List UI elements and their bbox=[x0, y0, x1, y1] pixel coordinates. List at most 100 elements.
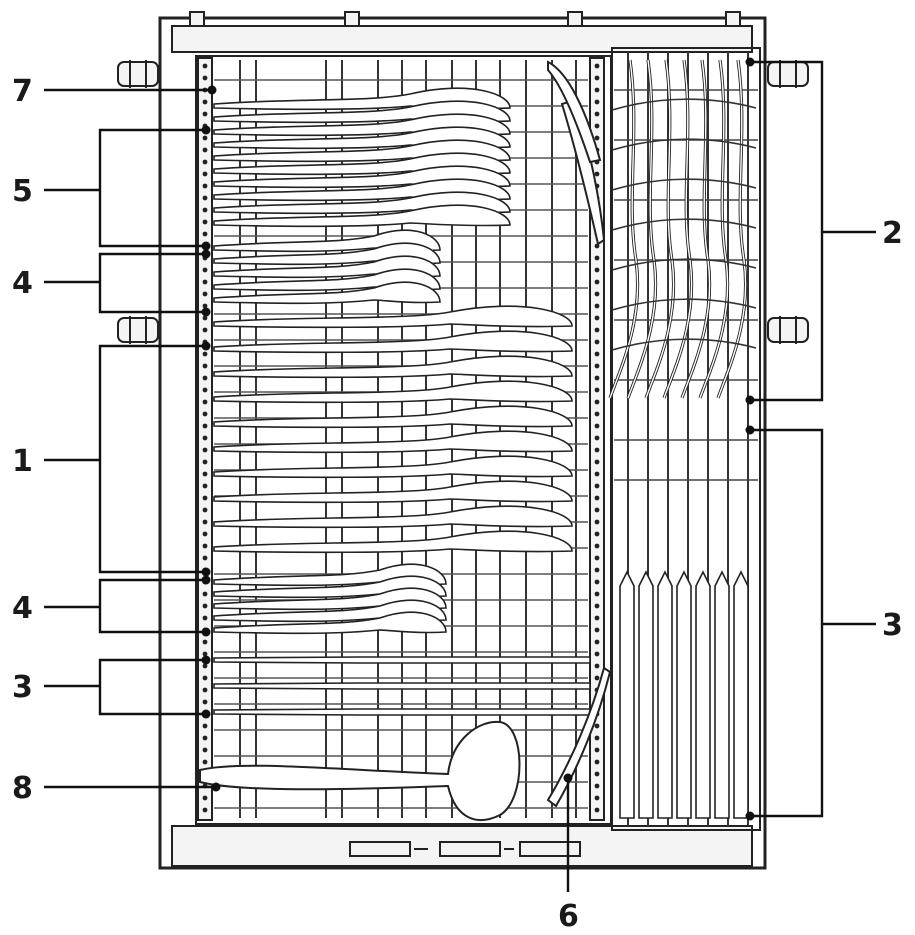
angled-knife bbox=[546, 60, 612, 808]
rail-hole bbox=[202, 759, 208, 765]
rail-hole bbox=[202, 735, 208, 741]
rail-hole bbox=[594, 627, 600, 633]
ladle bbox=[199, 720, 521, 822]
rail-hole bbox=[202, 531, 208, 537]
rail-hole bbox=[202, 363, 208, 369]
rail-hole bbox=[202, 111, 208, 117]
rail-hole bbox=[594, 315, 600, 321]
rail-hole bbox=[202, 399, 208, 405]
roller-top-left-icon bbox=[117, 60, 159, 88]
fork-handle-highlight bbox=[699, 59, 729, 399]
rail-hole bbox=[594, 303, 600, 309]
rail-hole bbox=[202, 231, 208, 237]
rail-hole bbox=[202, 351, 208, 357]
spoon bbox=[213, 380, 573, 404]
callout-7: 7 bbox=[12, 74, 33, 109]
rail-hole bbox=[202, 459, 208, 465]
spoon bbox=[213, 430, 573, 454]
knife-blade bbox=[657, 570, 673, 819]
rail-hole bbox=[594, 99, 600, 105]
fork-tine bbox=[611, 258, 757, 271]
rail-hole bbox=[202, 747, 208, 753]
spoon bbox=[213, 455, 573, 479]
bottom-handle-slots bbox=[349, 841, 581, 857]
callout-leaders bbox=[44, 57, 876, 892]
knife bbox=[213, 708, 591, 716]
rail-hole bbox=[594, 495, 600, 501]
rail-hole bbox=[594, 675, 600, 681]
knife-blade bbox=[638, 570, 654, 819]
callout-4-lower: 4 bbox=[12, 591, 33, 626]
rail-hole bbox=[594, 639, 600, 645]
callout-3-left: 3 bbox=[12, 670, 33, 705]
right-section-knives bbox=[619, 570, 749, 819]
rail-hole bbox=[202, 639, 208, 645]
rail-hole bbox=[202, 543, 208, 549]
callout-8: 8 bbox=[12, 771, 33, 806]
rail-hole bbox=[202, 471, 208, 477]
rail-hole bbox=[594, 351, 600, 357]
rail-hole bbox=[202, 219, 208, 225]
rail-hole bbox=[202, 375, 208, 381]
rail-hole bbox=[594, 423, 600, 429]
fork-handle-highlight bbox=[627, 59, 657, 399]
fork-tine bbox=[611, 218, 757, 231]
spoon bbox=[213, 281, 441, 305]
rail-hole bbox=[594, 567, 600, 573]
rail-hole bbox=[202, 507, 208, 513]
rail-hole bbox=[594, 735, 600, 741]
rail-hole bbox=[594, 327, 600, 333]
spoon bbox=[213, 505, 573, 529]
callout-5: 5 bbox=[12, 174, 33, 209]
rail-hole bbox=[202, 315, 208, 321]
rail-hole bbox=[594, 531, 600, 537]
rail-hole bbox=[202, 63, 208, 69]
rail-hole bbox=[202, 555, 208, 561]
knife bbox=[213, 682, 591, 690]
fork-tine bbox=[611, 138, 757, 151]
rail-hole bbox=[594, 507, 600, 513]
rail-hole bbox=[594, 807, 600, 813]
rail-hole bbox=[594, 75, 600, 81]
callout-labels: 7 5 4 1 4 3 8 6 2 3 bbox=[12, 74, 903, 934]
rail-hole bbox=[594, 375, 600, 381]
rail-hole bbox=[202, 267, 208, 273]
rail-hole bbox=[594, 759, 600, 765]
fork-tine bbox=[611, 338, 757, 351]
fork-tine bbox=[611, 98, 757, 111]
rail-hole bbox=[202, 159, 208, 165]
rail-hole bbox=[202, 675, 208, 681]
callout-2: 2 bbox=[882, 216, 903, 251]
rail-hole bbox=[202, 291, 208, 297]
rail-hole bbox=[594, 603, 600, 609]
rail-hole bbox=[202, 603, 208, 609]
rail-hole bbox=[202, 447, 208, 453]
rail-hole bbox=[594, 171, 600, 177]
rail-hole bbox=[594, 111, 600, 117]
knife-blade bbox=[695, 570, 711, 819]
rail-hole bbox=[594, 279, 600, 285]
roller-mid-right-icon bbox=[767, 316, 809, 344]
rail-hole bbox=[594, 399, 600, 405]
rail-hole bbox=[594, 771, 600, 777]
fork-handle-highlight bbox=[717, 59, 747, 399]
spoon bbox=[213, 405, 573, 429]
rail-hole bbox=[594, 651, 600, 657]
spoon bbox=[213, 611, 447, 635]
rail-hole bbox=[594, 447, 600, 453]
spoon bbox=[213, 204, 511, 228]
rail-hole bbox=[202, 99, 208, 105]
fork-tine bbox=[611, 298, 757, 311]
rail-hole bbox=[202, 495, 208, 501]
fork-handle-highlight bbox=[609, 59, 639, 399]
rail-hole bbox=[594, 747, 600, 753]
rail-hole bbox=[594, 387, 600, 393]
knife-blade bbox=[676, 570, 692, 819]
rail-hole bbox=[594, 519, 600, 525]
fork-tine bbox=[611, 178, 757, 191]
spoon bbox=[213, 530, 573, 554]
knife-blade bbox=[733, 570, 749, 819]
rail-hole bbox=[202, 795, 208, 801]
rail-hole bbox=[202, 723, 208, 729]
main-section-utensils bbox=[213, 87, 591, 716]
